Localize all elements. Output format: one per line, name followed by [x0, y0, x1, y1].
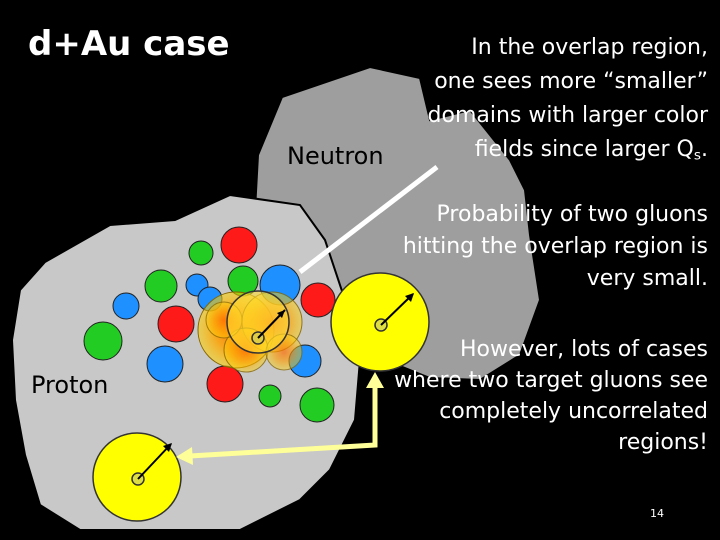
overlap-gluon-arrowhead: [277, 310, 285, 318]
gluon-pointer: [380, 293, 414, 326]
qs-subscript: s: [693, 147, 701, 164]
red-domain: [206, 365, 244, 403]
green-domain: [258, 384, 282, 408]
connection-arrowhead-left: [176, 447, 193, 465]
overlap-note: In the overlap region, one sees more “sm…: [388, 31, 708, 172]
overlap-region: [197, 290, 303, 373]
blue-domain: [112, 292, 140, 320]
note-line: regions!: [618, 430, 708, 455]
note-line: hitting the overlap region is: [402, 234, 708, 259]
connection-arrow: [176, 372, 384, 465]
overlap-gluon-disk: [226, 290, 290, 354]
however-note: However, lots of cases where two target …: [378, 334, 708, 458]
note-line: completely uncorrelated: [439, 399, 708, 424]
note-line-qs: fields since larger Qs.: [388, 133, 708, 172]
neutron-label: Neutron: [287, 142, 384, 170]
green-domain: [188, 240, 214, 266]
note-line: very small.: [586, 266, 708, 291]
neutron-gluon: [330, 272, 430, 372]
gluon-pointer: [137, 443, 172, 480]
red-domain: [157, 305, 195, 343]
note-line: domains with larger color: [427, 103, 708, 128]
overlap-pointer-line: [298, 165, 439, 274]
green-domain: [83, 321, 123, 361]
green-domain: [299, 387, 335, 423]
color-domains: [83, 226, 336, 423]
note-line: where two target gluons see: [394, 368, 708, 393]
red-domain: [220, 226, 258, 264]
probability-note: Probability of two gluons hitting the ov…: [378, 199, 708, 295]
green-domain: [144, 269, 178, 303]
note-line: one sees more “smaller”: [434, 69, 708, 94]
connection-arrowhead-top: [366, 372, 384, 388]
note-line: In the overlap region,: [471, 35, 708, 60]
gluon-arrowhead: [163, 443, 172, 452]
connection-arrow-line: [189, 385, 378, 459]
gluon-arrowhead: [405, 293, 414, 302]
red-domain: [300, 282, 336, 318]
blue-domain: [146, 345, 184, 383]
note-line-end: .: [701, 137, 708, 162]
proton-label: Proton: [31, 371, 109, 399]
proton-gluon: [92, 432, 182, 522]
note-line-text: fields since larger Q: [474, 137, 694, 162]
slide-title: d+Au case: [28, 24, 230, 64]
note-line: However, lots of cases: [459, 337, 708, 362]
page-number: 14: [650, 507, 664, 520]
note-line: Probability of two gluons: [436, 202, 708, 227]
